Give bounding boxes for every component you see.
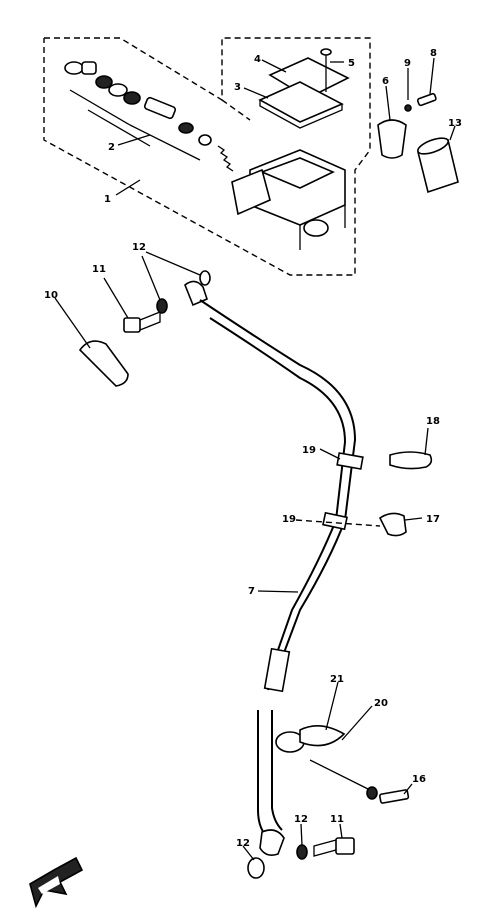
callout-11-upper: 11 <box>92 264 106 275</box>
callout-20: 20 <box>374 698 388 709</box>
callout-17: 17 <box>426 514 440 525</box>
callout-6: 6 <box>382 76 389 87</box>
union-bolt-lower <box>247 837 355 879</box>
callout-12-lower-left: 12 <box>236 838 250 849</box>
callout-3: 3 <box>234 82 241 93</box>
lower-hose <box>257 710 285 856</box>
callout-8: 8 <box>430 48 437 59</box>
callout-7: 7 <box>248 586 255 597</box>
callout-9: 9 <box>404 58 411 69</box>
callout-19-lower: 19 <box>282 514 296 525</box>
callout-2: 2 <box>108 142 115 153</box>
handlebar-clamp <box>377 92 437 159</box>
callout-5: 5 <box>348 58 355 69</box>
callout-labels: 1 2 3 4 5 6 7 8 9 10 11 11 12 12 12 13 1… <box>44 48 462 849</box>
leader-lines <box>54 57 456 861</box>
callout-11-lower: 11 <box>330 814 344 825</box>
assembly-boundary <box>43 37 371 276</box>
callout-4: 4 <box>254 54 261 65</box>
sleeve-part <box>417 137 459 194</box>
reservoir-cap <box>258 48 350 129</box>
callout-21: 21 <box>330 674 344 685</box>
master-cylinder-body <box>231 149 346 250</box>
rubber-cap <box>78 340 129 387</box>
front-arrow-icon <box>29 856 84 909</box>
brake-hose <box>184 280 364 693</box>
callout-12-upper: 12 <box>132 242 146 253</box>
callout-19-upper: 19 <box>302 445 316 456</box>
callout-13: 13 <box>448 118 462 129</box>
piston-kit <box>64 61 234 172</box>
callout-18: 18 <box>426 416 440 427</box>
callout-12-lower-right: 12 <box>294 814 308 825</box>
union-bolt-upper <box>123 270 211 333</box>
callout-16: 16 <box>412 774 426 785</box>
callout-10: 10 <box>44 290 58 301</box>
callout-1: 1 <box>104 194 111 205</box>
hose-clips <box>275 451 433 804</box>
